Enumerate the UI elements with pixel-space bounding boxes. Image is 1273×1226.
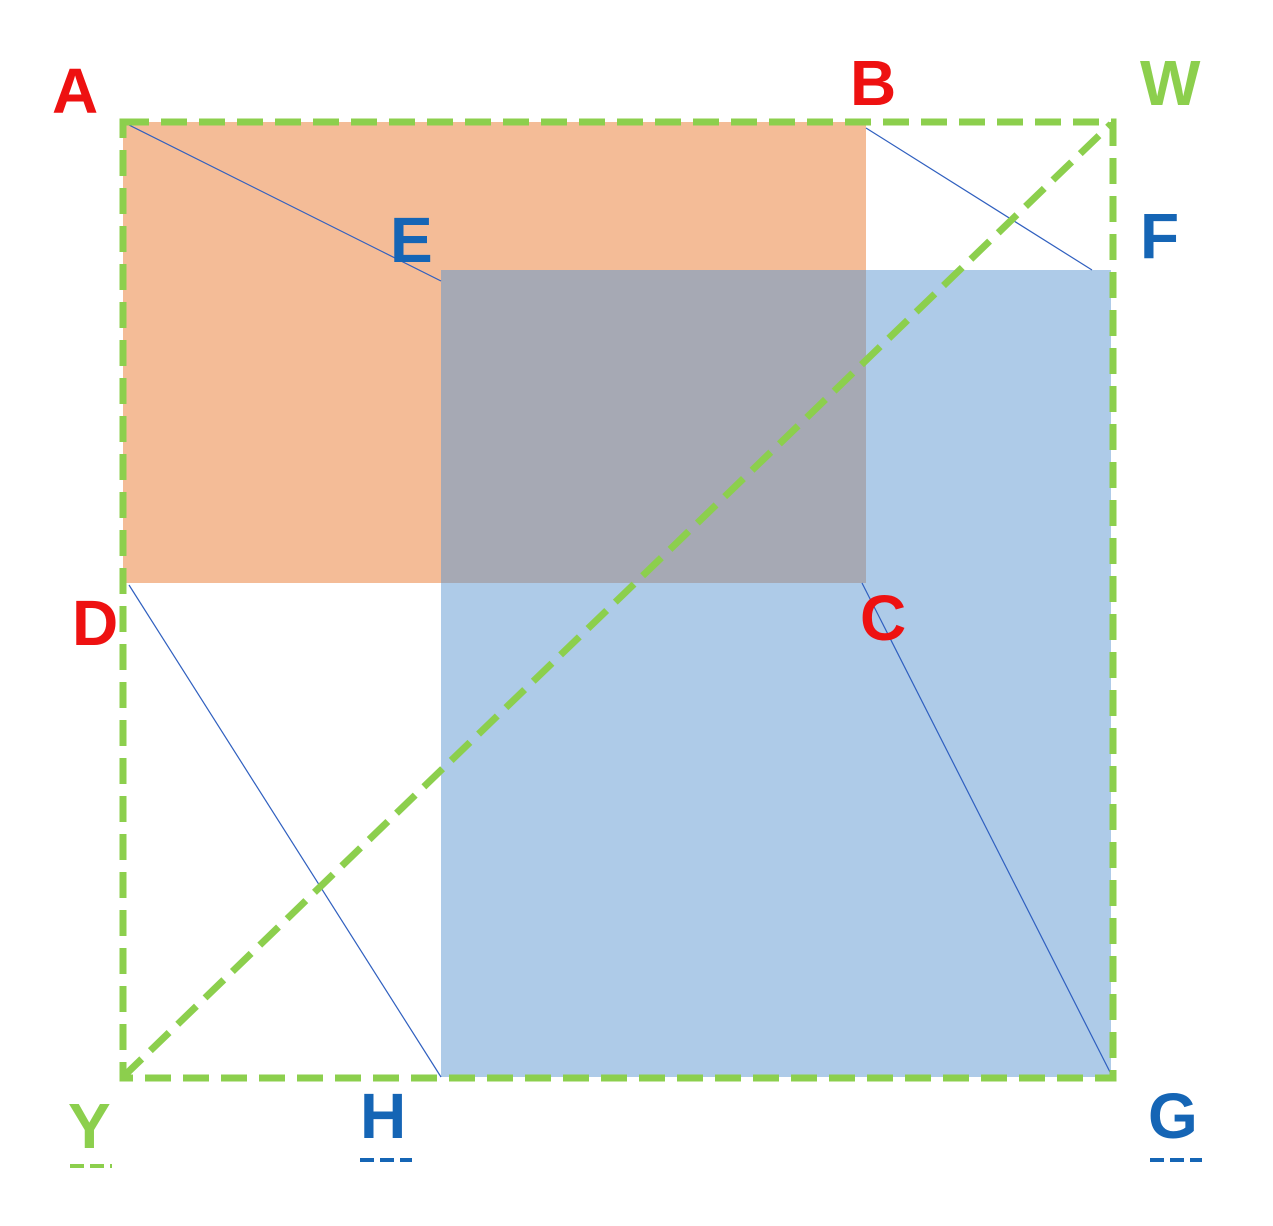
connector-a-e: [122, 121, 442, 282]
label-g: G: [1148, 1080, 1198, 1152]
label-a: A: [52, 55, 98, 127]
label-e: E: [390, 204, 433, 276]
label-y: Y: [68, 1090, 111, 1162]
square-wy-outline: [119, 118, 1117, 1082]
diagonal-y-w: [120, 121, 1114, 1080]
connector-d-h: [128, 584, 442, 1078]
label-d: D: [72, 587, 118, 659]
label-c: C: [860, 582, 906, 654]
overlap-region: [441, 270, 866, 583]
label-f: F: [1140, 200, 1179, 272]
connector-c-g: [861, 582, 1112, 1075]
label-h: H: [360, 1080, 406, 1152]
label-b: B: [850, 47, 896, 119]
label-w: W: [1140, 47, 1201, 119]
connector-b-f: [865, 127, 1093, 271]
